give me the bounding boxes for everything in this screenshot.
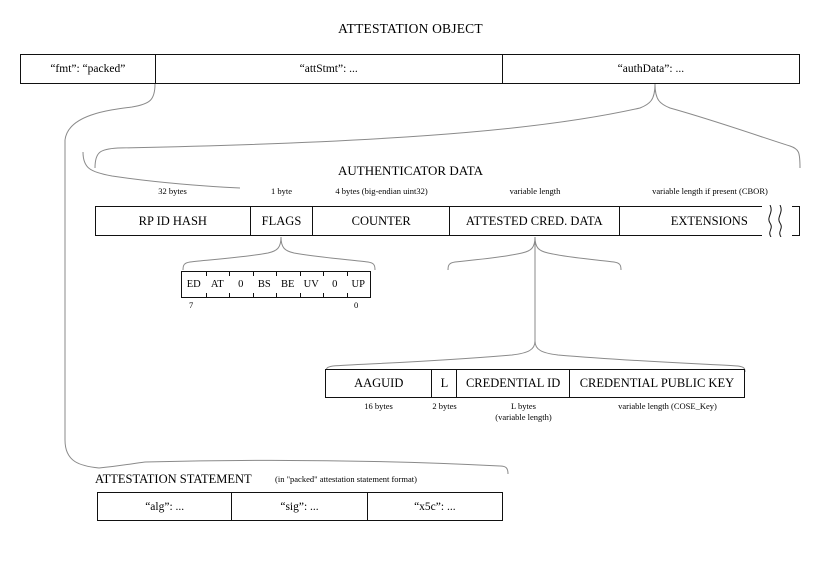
attestation-statement-row: “alg”: ... “sig”: ... “x5c”: ... — [97, 492, 503, 521]
field-counter[interactable]: COUNTER — [313, 207, 450, 235]
field-attested-cred-data[interactable]: ATTESTED CRED. DATA — [450, 207, 620, 235]
link-acd-top-left — [447, 236, 536, 271]
size-credential-public-key: variable length (COSE_Key) — [618, 401, 717, 411]
field-flags[interactable]: FLAGS — [251, 207, 314, 235]
attested-credential-data-size-labels: 16 bytes 2 bytes L bytes (variable lengt… — [325, 401, 745, 427]
size-credential-id-line1: L bytes — [511, 401, 536, 411]
size-attested-cred-data: variable length — [509, 186, 561, 196]
flag-bit-reserved-hi[interactable]: 0 — [229, 272, 254, 297]
field-credential-public-key[interactable]: CREDENTIAL PUBLIC KEY — [579, 376, 735, 390]
link-flags-right — [280, 236, 376, 271]
flag-bit-ed[interactable]: ED — [182, 272, 207, 297]
field-fmt[interactable]: “fmt”: “packed” — [21, 55, 156, 83]
page-title: ATTESTATION OBJECT — [338, 21, 483, 36]
authenticator-data-size-labels: 32 bytes 1 byte 4 bytes (big-endian uint… — [95, 186, 800, 200]
link-flags-left — [182, 236, 282, 271]
flag-bit-label: AT — [210, 279, 224, 290]
field-credential-id-length[interactable]: L — [432, 370, 458, 397]
field-extensions[interactable]: EXTENSIONS — [670, 213, 748, 228]
attested-credential-data-row: AAGUID L CREDENTIAL ID CREDENTIAL PUBLIC… — [325, 369, 745, 398]
flag-bit-label: BS — [257, 279, 271, 290]
field-attstmt[interactable]: “attStmt”: ... — [156, 55, 503, 83]
flag-bit-at[interactable]: AT — [206, 272, 231, 297]
field-rp-id-hash[interactable]: RP ID HASH — [96, 207, 251, 235]
field-sig[interactable]: “sig”: ... — [232, 493, 368, 520]
field-alg[interactable]: “alg”: ... — [98, 493, 233, 520]
size-credential-id-line2: (variable length) — [495, 412, 552, 422]
flag-bit-bs[interactable]: BS — [253, 272, 278, 297]
flag-bit-up[interactable]: UP — [347, 272, 371, 297]
flags-high-bit-index: 7 — [189, 300, 194, 310]
link-authdata-left — [94, 83, 656, 169]
size-rp-id-hash: 32 bytes — [158, 186, 187, 196]
authenticator-data-heading: AUTHENTICATOR DATA — [338, 163, 483, 178]
size-counter: 4 bytes (big-endian uint32) — [335, 186, 428, 196]
size-extensions: variable length if present (CBOR) — [652, 186, 768, 196]
link-attstmt-arm-a — [98, 461, 146, 469]
flag-bit-be[interactable]: BE — [276, 272, 301, 297]
flags-low-bit-index: 0 — [354, 300, 359, 310]
flags-row: ED AT 0 BS BE UV 0 UP — [181, 271, 371, 298]
link-attstmt — [64, 83, 156, 469]
size-credential-id-length: 2 bytes — [432, 401, 457, 411]
field-authdata[interactable]: “authData”: ... — [617, 63, 685, 75]
flag-bit-label: ED — [186, 279, 201, 290]
flag-bit-label: UP — [351, 279, 365, 290]
authenticator-data-row: RP ID HASH FLAGS COUNTER ATTESTED CRED. … — [95, 206, 800, 236]
link-attstmt-arm-b — [144, 459, 501, 467]
attestation-statement-heading: ATTESTATION STATEMENT — [95, 472, 252, 486]
size-flags: 1 byte — [270, 186, 292, 196]
flag-bit-label: UV — [303, 279, 319, 290]
size-aaguid: 16 bytes — [364, 401, 393, 411]
flag-bit-reserved-lo[interactable]: 0 — [323, 272, 348, 297]
link-acd-bot-right — [534, 340, 746, 373]
link-acd-top-right — [534, 236, 622, 271]
link-authdata-right — [654, 83, 801, 169]
break-symbol-icon — [762, 205, 792, 237]
flag-bit-label: 0 — [332, 279, 338, 290]
attestation-statement-note: (in "packed" attestation statement forma… — [275, 474, 417, 484]
flag-bit-label: BE — [281, 279, 295, 290]
field-aaguid[interactable]: AAGUID — [326, 370, 433, 397]
flag-bit-uv[interactable]: UV — [300, 272, 325, 297]
field-x5c[interactable]: “x5c”: ... — [414, 500, 456, 513]
field-credential-id[interactable]: CREDENTIAL ID — [457, 370, 570, 397]
link-acd-bot-left — [325, 340, 536, 373]
flag-bit-label: 0 — [238, 279, 244, 290]
link-attstmt-arm-c — [499, 465, 509, 475]
attestation-object-row: “fmt”: “packed” “attStmt”: ... “authData… — [20, 54, 800, 84]
size-credential-id: L bytes (variable length) — [467, 401, 580, 423]
